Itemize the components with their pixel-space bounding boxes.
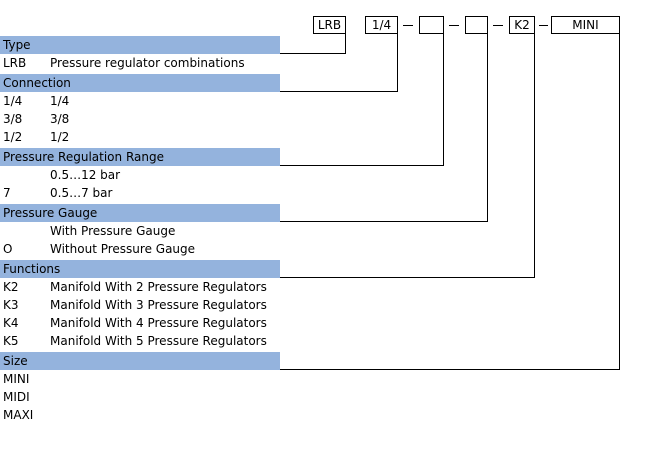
code-box-pressure-range — [419, 16, 444, 34]
option-description: Manifold With 2 Pressure Regulators — [50, 280, 267, 294]
section-header-connection: Connection — [0, 74, 280, 92]
option-code: MAXI — [3, 408, 34, 422]
connector-line — [397, 34, 398, 91]
table-row: 1/2 1/2 — [0, 128, 300, 146]
table-row: MINI — [0, 370, 300, 388]
connector-line — [280, 221, 488, 222]
option-description: 1/2 — [50, 130, 70, 144]
option-code: 1/2 — [3, 130, 23, 144]
option-description: With Pressure Gauge — [50, 224, 176, 238]
option-description: 3/8 — [50, 112, 70, 126]
table-row: K5 Manifold With 5 Pressure Regulators — [0, 332, 300, 350]
option-code: K4 — [3, 316, 19, 330]
option-code: 7 — [3, 186, 11, 200]
option-description: Pressure regulator combinations — [50, 56, 245, 70]
option-description: Manifold With 5 Pressure Regulators — [50, 334, 267, 348]
option-description: 0.5…12 bar — [50, 168, 121, 182]
table-row: LRB Pressure regulator combinations — [0, 54, 300, 72]
code-box-size: MINI — [551, 16, 620, 34]
section-header-pressure-range: Pressure Regulation Range — [0, 148, 280, 166]
table-row: K3 Manifold With 3 Pressure Regulators — [0, 296, 300, 314]
table-row: 1/4 1/4 — [0, 92, 300, 110]
separator-dash — [493, 25, 503, 26]
option-description: Manifold With 3 Pressure Regulators — [50, 298, 267, 312]
connector-line — [443, 34, 444, 165]
separator-dash — [539, 25, 548, 26]
code-box-functions: K2 — [509, 16, 535, 34]
table-row: K2 Manifold With 2 Pressure Regulators — [0, 278, 300, 296]
option-code: O — [3, 242, 13, 256]
code-box-connection: 1/4 — [365, 16, 398, 34]
connector-line — [280, 165, 444, 166]
table-row: MIDI — [0, 388, 300, 406]
connector-line — [280, 369, 620, 370]
option-code: K3 — [3, 298, 19, 312]
section-header-functions: Functions — [0, 260, 280, 278]
table-row: 7 0.5…7 bar — [0, 184, 300, 202]
option-code: K5 — [3, 334, 19, 348]
option-description: Manifold With 4 Pressure Regulators — [50, 316, 267, 330]
code-box-type: LRB — [313, 16, 346, 34]
code-box-pressure-gauge — [465, 16, 488, 34]
option-description: 1/4 — [50, 94, 70, 108]
option-code: 3/8 — [3, 112, 23, 126]
table-row: 3/8 3/8 — [0, 110, 300, 128]
table-row: 0.5…12 bar — [0, 166, 300, 184]
option-code: MINI — [3, 372, 30, 386]
connector-line — [487, 34, 488, 221]
table-row: O Without Pressure Gauge — [0, 240, 300, 258]
option-code: 1/4 — [3, 94, 23, 108]
connector-line — [280, 53, 346, 54]
table-row: K4 Manifold With 4 Pressure Regulators — [0, 314, 300, 332]
connector-line — [280, 91, 398, 92]
section-header-pressure-gauge: Pressure Gauge — [0, 204, 280, 222]
option-code: LRB — [3, 56, 27, 70]
separator-dash — [449, 25, 459, 26]
table-row: With Pressure Gauge — [0, 222, 300, 240]
option-code: MIDI — [3, 390, 30, 404]
connector-line — [619, 34, 620, 369]
connector-line — [345, 34, 346, 53]
option-description: Without Pressure Gauge — [50, 242, 196, 256]
connector-line — [534, 34, 535, 277]
separator-dash — [403, 25, 413, 26]
option-code: K2 — [3, 280, 19, 294]
connector-line — [280, 277, 535, 278]
option-description: 0.5…7 bar — [50, 186, 113, 200]
table-row: MAXI — [0, 406, 300, 424]
section-header-size: Size — [0, 352, 280, 370]
section-header-type: Type — [0, 36, 280, 54]
